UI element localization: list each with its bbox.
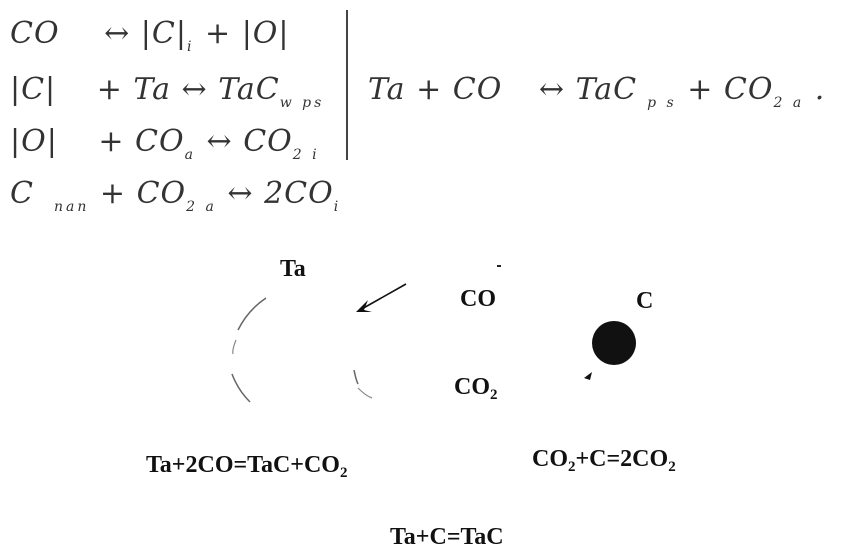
ta-sphere-arc-right [353, 369, 359, 385]
row1-plus: + [205, 16, 232, 51]
co2-label: CO2 [454, 374, 498, 404]
co2-arrow-tick [584, 372, 592, 380]
summary-plus-sub: 2 a [773, 95, 805, 111]
summary-equation: Ta + CO ↔ TaC p s + CO2 a . [368, 72, 825, 111]
row4-mid-sub: 2 a [186, 199, 217, 215]
row1-rhs1: |C| [140, 16, 187, 51]
row1-rhs2: |O| [241, 16, 290, 51]
reaction2-sub2: 2 [668, 459, 676, 475]
ta-sphere-arc-left [232, 339, 237, 355]
ta-label: Ta [280, 256, 306, 282]
row1-rhs1-sub: i [186, 39, 195, 55]
row2-lhs: |C| [10, 72, 57, 107]
row3-lhs: |O| [10, 124, 58, 159]
summary-rhs-sub: p s [647, 95, 677, 111]
ta-sphere-arc-bottom-right [357, 387, 373, 399]
equation-row-1: CO ↔ |C|i + |O| [10, 16, 290, 55]
row1-arrow: ↔ [104, 16, 131, 51]
c-label: C [636, 288, 654, 314]
row4-lhs: C [10, 176, 34, 211]
summary-lhs: Ta + CO [368, 72, 503, 107]
row3-mid: + CO [98, 124, 185, 159]
row3-mid-sub: a [184, 147, 196, 163]
summary-end: . [814, 72, 826, 107]
row3-rhs: CO [243, 124, 293, 159]
co-to-ta-arrowhead [356, 300, 372, 312]
row1-lhs: CO [10, 16, 60, 51]
reaction-ta-c: Ta+C=TaC [390, 524, 504, 551]
reaction2-text: CO [532, 446, 568, 472]
row4-mid: + CO [99, 176, 187, 211]
row2-arrow: ↔ [181, 72, 208, 107]
row2-rhs-sub: w ps [279, 95, 325, 111]
row2-mid: + Ta [96, 72, 171, 107]
reaction1-sub: 2 [339, 465, 348, 481]
reaction-ta-co: Ta+2CO=TaC+CO2 [146, 452, 347, 482]
summary-arrow: ↔ [538, 72, 566, 107]
row4-rhs-sub: i [333, 199, 342, 215]
co-label: CO [460, 286, 496, 312]
co-to-ta-arrow-shaft [359, 283, 407, 311]
equation-row-3: |O| + COa ↔ CO2 i [10, 124, 320, 163]
carbon-particle-icon [592, 321, 636, 365]
row3-arrow: ↔ [206, 124, 233, 159]
equation-row-2: |C| + Ta ↔ TaCw ps [10, 72, 324, 111]
row2-rhs: TaC [218, 72, 280, 107]
summary-rhs: TaC [575, 72, 638, 107]
co2-label-text: CO [454, 374, 490, 400]
row3-rhs-sub: 2 i [292, 147, 320, 163]
reaction1-text: Ta+2CO=TaC+CO [146, 452, 340, 478]
summary-plus: + CO [687, 72, 774, 107]
co2-label-sub: 2 [490, 387, 498, 403]
ta-sphere-arc-bottom-left [231, 373, 251, 403]
equation-bracket [346, 10, 348, 160]
reaction2-sub1: 2 [568, 459, 576, 475]
row4-arrow: ↔ [227, 176, 254, 211]
reaction-co2-c: CO2+C=2CO2 [532, 446, 676, 476]
reaction2-mid: +C=2CO [575, 446, 669, 472]
row4-rhs: 2CO [264, 176, 334, 211]
reaction3-text: Ta+C=TaC [390, 524, 504, 550]
row4-lhs-sub: nan [53, 199, 90, 215]
ta-sphere-arc-top-left [237, 297, 267, 331]
